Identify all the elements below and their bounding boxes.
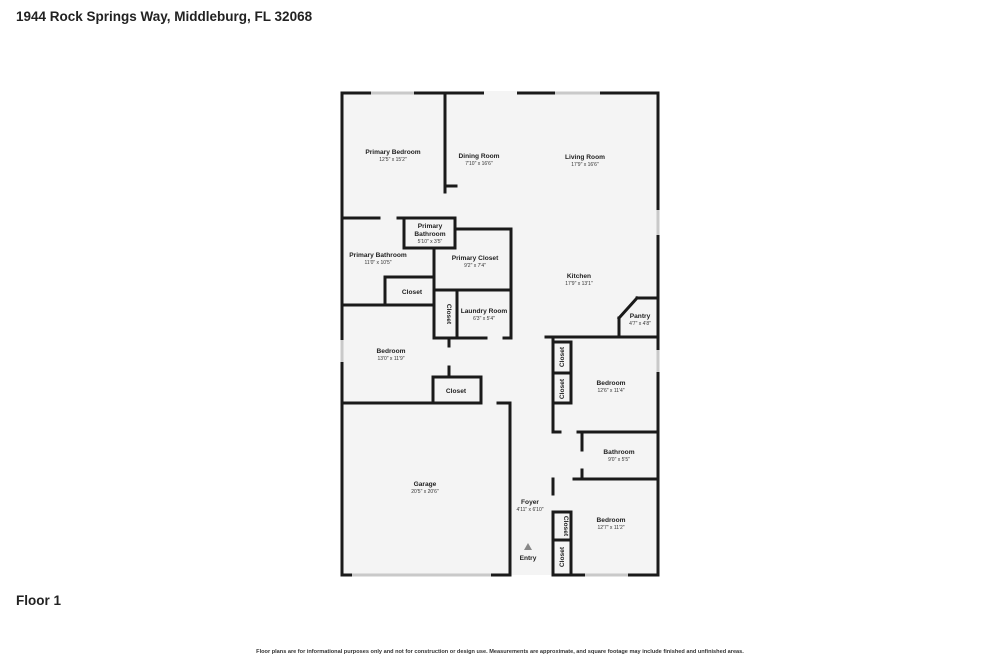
closet-right-1-label: Closet (559, 346, 566, 367)
interior-walls (340, 91, 660, 577)
bathroom-label: Bathroom (603, 449, 634, 456)
laundry-room-dim: 6'3" x 5'4" (473, 316, 495, 322)
entry-label: Entry (520, 555, 537, 562)
bedroom-right-bottom-label: Bedroom (597, 517, 626, 524)
closet-right-4-label: Closet (559, 546, 566, 567)
closet-primary-bath-label: Closet (402, 289, 423, 296)
pantry-dim: 4'7" x 4'8" (629, 321, 651, 327)
bedroom-left-dim: 13'0" x 11'9" (377, 356, 404, 362)
primary-closet-dim: 9'2" x 7'4" (464, 263, 486, 269)
primary-bedroom-label: Primary Bedroom (365, 149, 420, 156)
primary-bathroom-small-dim: 5'10" x 3'5" (418, 239, 443, 245)
bedroom-left-label: Bedroom (377, 348, 406, 355)
primary-bathroom-dim: 11'0" x 10'5" (364, 260, 391, 266)
foyer-dim: 4'11" x 6'10" (516, 507, 543, 513)
living-room-dim: 17'9" x 16'6" (571, 162, 599, 168)
kitchen-dim: 17'9" x 13'1" (565, 281, 593, 287)
garage-dim: 20'5" x 20'6" (411, 489, 439, 495)
property-address: 1944 Rock Springs Way, Middleburg, FL 32… (16, 9, 313, 24)
foyer-label: Foyer (521, 499, 539, 506)
closet-bedroom-left-label: Closet (446, 388, 467, 395)
windows (340, 91, 660, 577)
dining-room-dim: 7'10" x 16'6" (465, 161, 493, 167)
bedroom-right-top-label: Bedroom (597, 380, 626, 387)
primary-bathroom-small-label-1: Primary (418, 223, 443, 230)
kitchen-label: Kitchen (567, 273, 591, 280)
primary-bedroom-area (342, 93, 445, 218)
entry-arrow-icon (524, 543, 532, 550)
living-room-label: Living Room (565, 154, 605, 161)
bedroom-right-bottom-dim: 12'7" x 11'2" (597, 525, 624, 531)
bedroom-right-top-dim: 12'6" x 11'4" (597, 388, 624, 394)
pantry-label: Pantry (630, 313, 651, 320)
dining-room-label: Dining Room (458, 153, 499, 160)
closet-laundry-label: Closet (445, 304, 452, 325)
primary-closet-label: Primary Closet (452, 255, 499, 262)
bathroom-dim: 9'0" x 5'5" (608, 457, 630, 463)
laundry-room-label: Laundry Room (461, 308, 508, 315)
garage-label: Garage (414, 481, 437, 488)
door-openings (484, 91, 547, 542)
primary-bedroom-dim: 12'5" x 15'2" (379, 157, 407, 163)
floor-label: Floor 1 (16, 593, 62, 608)
closet-right-2-label: Closet (559, 378, 566, 399)
closet-right-3-label: Closet (562, 516, 569, 537)
primary-bathroom-small-label-2: Bathroom (414, 231, 445, 238)
primary-bathroom-label: Primary Bathroom (349, 252, 407, 259)
disclaimer-text: Floor plans are for informational purpos… (256, 649, 744, 655)
